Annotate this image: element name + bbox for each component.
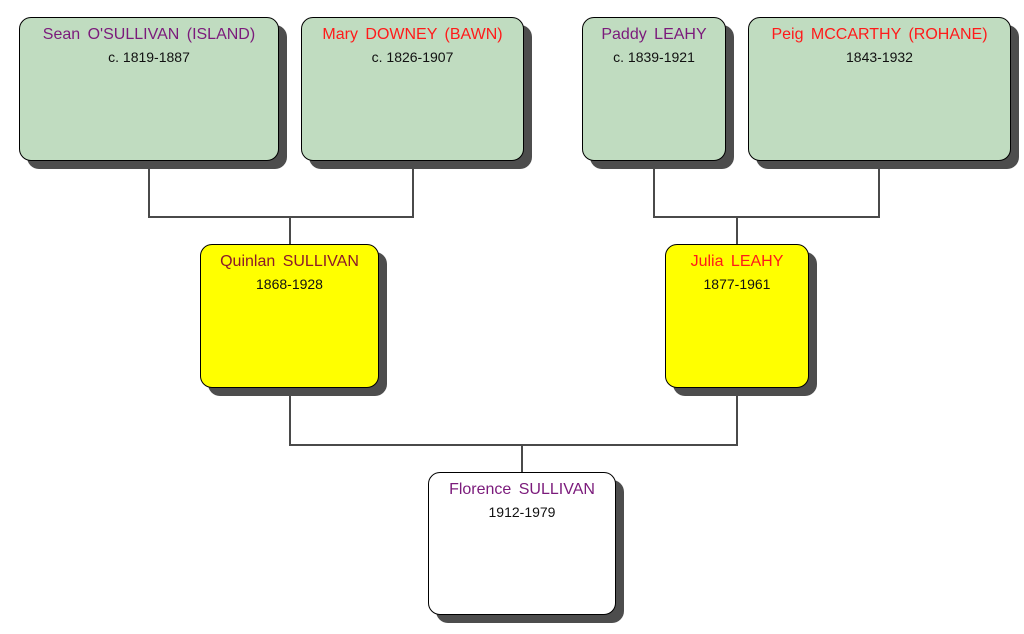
- connector-line: [653, 216, 880, 218]
- person-name: Peig MCCARTHY (ROHANE): [771, 26, 988, 43]
- connector-line: [148, 216, 414, 218]
- person-box-paddy-leahy[interactable]: Paddy LEAHY c. 1839-1921: [582, 17, 726, 161]
- person-dates: c. 1839-1921: [613, 49, 695, 65]
- person-dates: 1843-1932: [846, 49, 913, 65]
- connector-line: [736, 387, 738, 446]
- person-name: Quinlan SULLIVAN: [220, 253, 359, 270]
- person-box-sean-osullivan[interactable]: Sean O'SULLIVAN (ISLAND) c. 1819-1887: [19, 17, 279, 161]
- person-name: Paddy LEAHY: [601, 26, 707, 43]
- person-box-mary-downey[interactable]: Mary DOWNEY (BAWN) c. 1826-1907: [301, 17, 524, 161]
- person-name: Mary DOWNEY (BAWN): [322, 26, 503, 43]
- connector-line: [653, 160, 655, 218]
- person-dates: 1868-1928: [256, 276, 323, 292]
- person-name: Florence SULLIVAN: [449, 481, 595, 498]
- connector-line: [148, 160, 150, 218]
- person-dates: 1912-1979: [488, 504, 556, 520]
- person-box-peig-mccarthy[interactable]: Peig MCCARTHY (ROHANE) 1843-1932: [748, 17, 1011, 161]
- person-dates: 1877-1961: [703, 276, 771, 292]
- connector-line: [412, 160, 414, 218]
- person-box-julia-leahy[interactable]: Julia LEAHY 1877-1961: [665, 244, 809, 388]
- person-name: Julia LEAHY: [690, 253, 784, 270]
- connector-line: [736, 216, 738, 244]
- person-dates: c. 1819-1887: [108, 49, 190, 65]
- person-box-quinlan-sullivan[interactable]: Quinlan SULLIVAN 1868-1928: [200, 244, 379, 388]
- connector-line: [878, 160, 880, 218]
- person-name: Sean O'SULLIVAN (ISLAND): [42, 26, 256, 43]
- person-box-florence-sullivan[interactable]: Florence SULLIVAN 1912-1979: [428, 472, 616, 615]
- connector-line: [521, 444, 523, 472]
- connector-line: [289, 387, 291, 446]
- connector-line: [289, 216, 291, 244]
- connector-line: [289, 444, 738, 446]
- person-dates: c. 1826-1907: [371, 49, 454, 65]
